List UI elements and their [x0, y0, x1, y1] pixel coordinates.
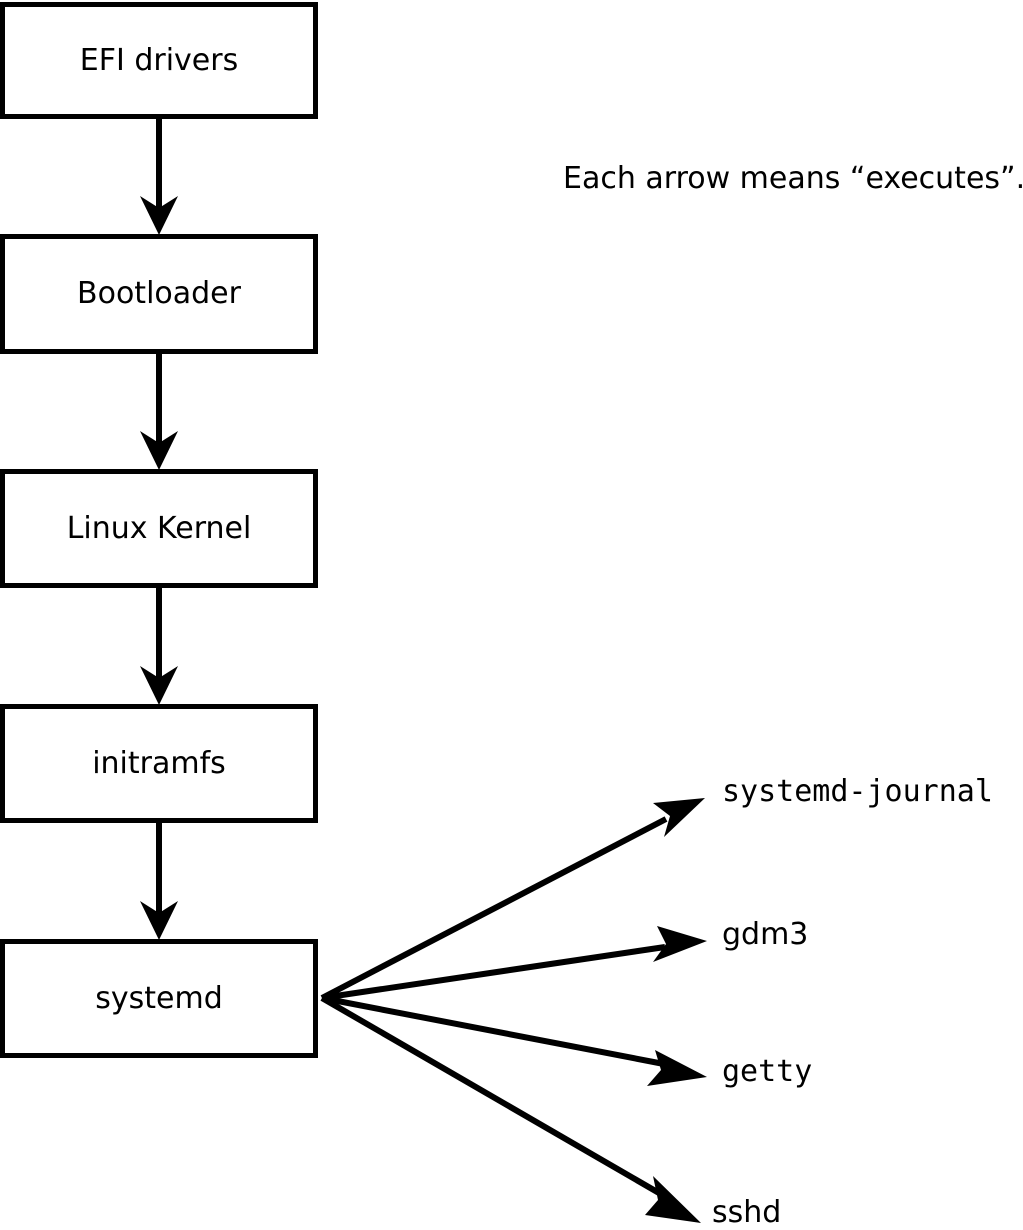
node-linux-kernel[interactable]: Linux Kernel [0, 469, 318, 588]
arrow-efi-drivers-to-bootloader [140, 119, 178, 235]
arrow-systemd-to-gdm3 [321, 926, 707, 1001]
node-efi-drivers-label: EFI drivers [79, 42, 239, 78]
node-systemd-label: systemd [95, 980, 223, 1016]
node-bootloader-label: Bootloader [77, 276, 241, 311]
node-systemd[interactable]: systemd [0, 939, 318, 1058]
node-bootloader[interactable]: Bootloader [0, 234, 318, 354]
leaf-label-sshd[interactable]: sshd [712, 1195, 782, 1230]
node-initramfs-label: initramfs [92, 745, 226, 781]
arrow-bootloader-to-linux-kernel [140, 354, 178, 470]
arrow-systemd-to-systemd-journal [320, 798, 705, 1001]
node-efi-drivers[interactable]: EFI drivers [0, 2, 318, 119]
arrow-linux-kernel-to-initramfs [140, 588, 178, 705]
leaf-label-systemd-journal[interactable]: systemd-journal [722, 774, 993, 809]
node-linux-kernel-label: Linux Kernel [66, 510, 252, 546]
leaf-label-gdm3[interactable]: gdm3 [722, 917, 809, 952]
arrow-initramfs-to-systemd [140, 823, 178, 940]
diagram-caption: Each arrow means “executes”. [563, 161, 1023, 196]
leaf-label-getty[interactable]: getty [722, 1054, 813, 1089]
arrow-systemd-to-getty [321, 995, 707, 1086]
arrow-systemd-to-sshd [320, 995, 701, 1223]
node-initramfs[interactable]: initramfs [0, 704, 318, 823]
